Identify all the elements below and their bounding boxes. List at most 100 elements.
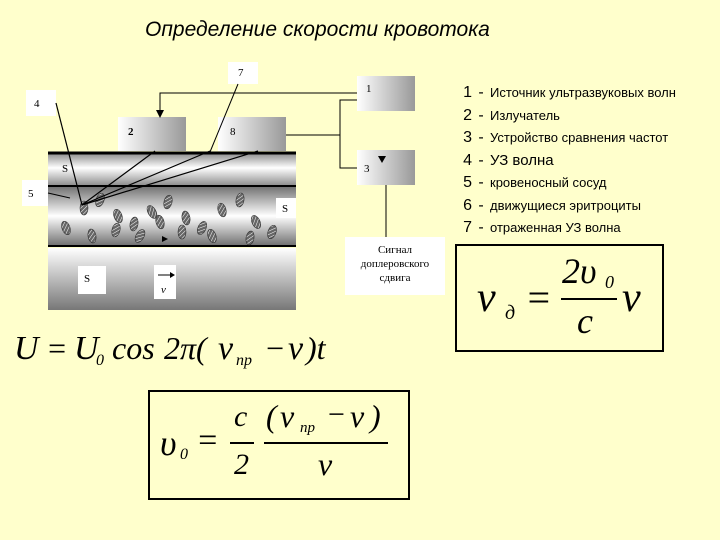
f3-lhs-sub: 0 bbox=[180, 446, 188, 463]
erythrocyte bbox=[245, 230, 255, 246]
erythrocyte bbox=[163, 194, 173, 210]
f3-two: 2 bbox=[234, 448, 249, 481]
f2-eq: = bbox=[46, 330, 68, 366]
pointer-5 bbox=[47, 192, 71, 199]
receiver-box bbox=[218, 117, 286, 151]
wire-receiver-to-comparator bbox=[286, 134, 357, 169]
legend-item: 6-движущиеся эритроциты bbox=[463, 196, 641, 214]
label-5-left: 5 bbox=[28, 188, 34, 200]
blood-vessel bbox=[48, 186, 296, 246]
f1-num: 2υ bbox=[562, 251, 597, 291]
f3-fraction-bar-2 bbox=[264, 442, 388, 444]
pointer-7 bbox=[209, 83, 239, 153]
label-box-5-left bbox=[22, 180, 48, 206]
label-3: 3 bbox=[364, 163, 370, 175]
erythrocyte bbox=[197, 221, 207, 235]
f3-c: c bbox=[234, 400, 248, 433]
f1-lhs: ν bbox=[477, 275, 496, 321]
formula-signal: U = U 0 cos 2π( ν пр − ν )t bbox=[12, 330, 342, 382]
signal-line-3: сдвига bbox=[380, 272, 411, 284]
formula-box-velocity: υ 0 = c 2 ( ν пр − ν ) ν bbox=[148, 390, 410, 500]
legend-item: 3-Устройство сравнения частот bbox=[463, 129, 669, 146]
legend-item: 1-Источник ультразвуковых волн bbox=[463, 84, 676, 101]
label-s-vessel: S bbox=[282, 203, 288, 215]
emitter-box bbox=[118, 117, 186, 151]
label-2: 2 bbox=[128, 126, 134, 138]
erythrocyte bbox=[177, 224, 187, 240]
signal-line-1: Сигнал bbox=[378, 244, 413, 256]
legend-item: 7-отраженная УЗ волна bbox=[463, 219, 621, 236]
erythrocyte bbox=[134, 229, 146, 243]
erythrocyte bbox=[217, 202, 227, 218]
f1-den: c bbox=[577, 301, 593, 341]
f2-close: )t bbox=[306, 330, 326, 366]
ultrasound-source-box bbox=[357, 76, 415, 111]
label-7: 7 bbox=[238, 67, 244, 79]
erythrocyte bbox=[181, 210, 191, 226]
label-box-7 bbox=[228, 62, 258, 84]
comparator-box bbox=[357, 150, 415, 185]
f1-lhs-sub: д bbox=[505, 302, 516, 324]
f3-lhs: υ bbox=[160, 423, 177, 463]
f3-den: ν bbox=[318, 446, 333, 482]
f2-nu-sub: пр bbox=[236, 352, 252, 369]
formula-box-doppler-frequency: ν д = 2υ 0 c ν bbox=[455, 244, 664, 352]
label-v: v bbox=[161, 284, 166, 296]
label-4: 4 bbox=[34, 98, 40, 110]
reflected-wave-line-1 bbox=[81, 150, 211, 206]
erythrocyte bbox=[129, 216, 139, 232]
incident-wave-line bbox=[81, 150, 156, 206]
label-8: 8 bbox=[230, 126, 236, 138]
arrow-flow bbox=[162, 236, 168, 242]
erythrocyte bbox=[267, 224, 277, 240]
f1-fraction-bar bbox=[561, 298, 617, 300]
page-title: Определение скорости кровотока bbox=[145, 18, 490, 41]
erythrocyte bbox=[113, 208, 123, 224]
label-s-upper: S bbox=[62, 163, 68, 175]
doppler-signal-box bbox=[345, 237, 445, 295]
f3-nu2: ν bbox=[350, 398, 365, 434]
legend-item: 5-кровеносный сосуд bbox=[463, 174, 607, 191]
erythrocyte bbox=[111, 222, 121, 238]
label-1: 1 bbox=[366, 83, 372, 95]
velocity-arrow-head bbox=[170, 272, 175, 278]
f1-rhs: ν bbox=[622, 275, 641, 321]
f3-fraction-bar-1 bbox=[230, 442, 254, 444]
arrow-comparator-down bbox=[378, 156, 386, 163]
label-box-4 bbox=[26, 90, 56, 116]
label-box-s-low bbox=[78, 266, 106, 294]
f2-nu: ν bbox=[218, 330, 234, 367]
f2-cos: cos bbox=[112, 330, 155, 366]
upper-tissue-layer bbox=[48, 153, 296, 186]
f2-minus: − bbox=[264, 330, 286, 366]
f1-num-sub: 0 bbox=[605, 272, 614, 292]
erythrocyte bbox=[251, 215, 261, 229]
f1-eq: = bbox=[525, 275, 552, 320]
label-box-s-vessel bbox=[276, 198, 296, 218]
erythrocyte bbox=[61, 220, 71, 236]
erythrocyte bbox=[146, 205, 158, 219]
erythrocyte bbox=[155, 214, 165, 230]
legend-item: 2-Излучатель bbox=[463, 106, 560, 124]
f3-nu-sub: пр bbox=[300, 420, 315, 436]
f2-nu2: ν bbox=[288, 330, 304, 367]
reflected-wave-line-2 bbox=[81, 150, 259, 206]
pointer-4 bbox=[55, 102, 83, 206]
f3-eq: = bbox=[196, 422, 219, 459]
f2-lhs: U bbox=[14, 330, 39, 367]
f2-u0-sub: 0 bbox=[96, 352, 104, 369]
wire-source-to-emitter bbox=[159, 92, 357, 117]
f3-close: ) bbox=[370, 398, 381, 434]
legend: 1-Источник ультразвуковых волн 2-Излучат… bbox=[458, 84, 676, 242]
f2-u0: U bbox=[74, 330, 99, 367]
erythrocyte bbox=[87, 228, 97, 244]
signal-line-2: доплеровского bbox=[361, 258, 430, 270]
f3-nu: ν bbox=[280, 398, 295, 434]
f2-two-pi: 2π( bbox=[164, 330, 207, 366]
f3-open: ( bbox=[266, 398, 277, 434]
arrow-to-emitter bbox=[156, 110, 164, 118]
wire-source-to-comparator bbox=[339, 99, 357, 135]
label-s-lower: S bbox=[84, 273, 90, 285]
erythrocyte bbox=[235, 192, 245, 208]
